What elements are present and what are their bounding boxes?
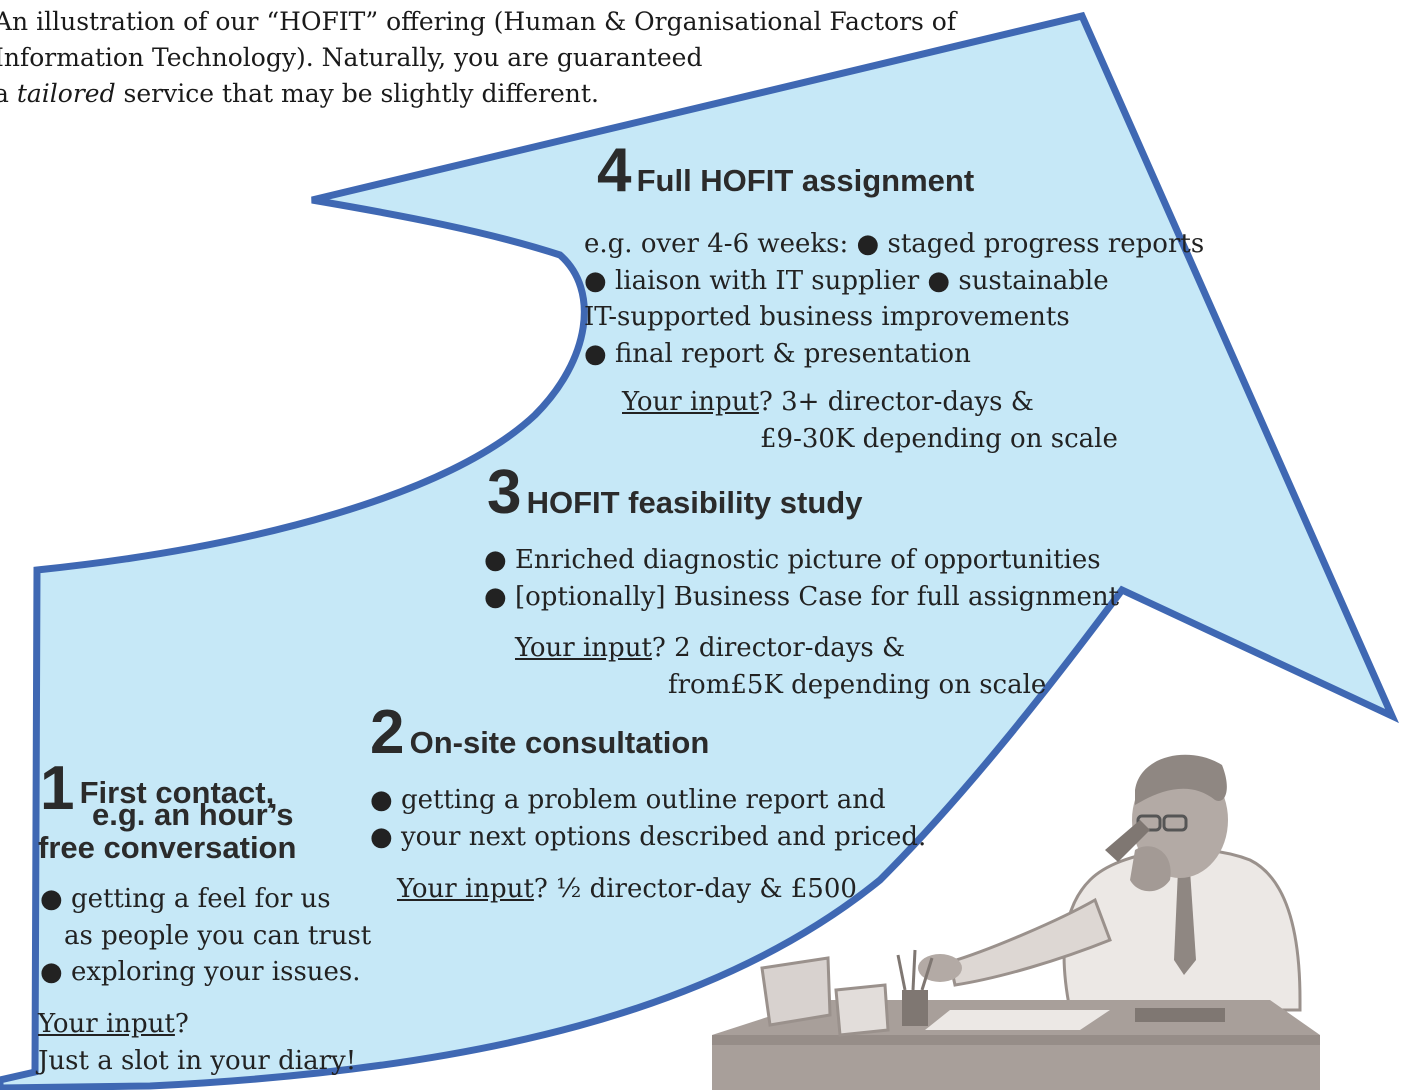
step-2-title: On-site consultation	[409, 725, 710, 760]
step-3-line: ● [optionally] Business Case for full as…	[484, 581, 1120, 612]
intro-line-1: An illustration of our “HOFIT” offering …	[0, 7, 957, 36]
step-1-title-line: First contact,	[79, 775, 275, 810]
step-1-line: ● getting a feel for us	[40, 884, 331, 914]
step-1-title-line: e.g. an hour’s	[92, 797, 294, 832]
step-1-input: Your input? Just a slot in your diary!	[38, 1009, 357, 1076]
step-4-details: e.g. over 4-6 weeks: ● staged progress r…	[584, 226, 1204, 372]
your-input-label: Your input	[622, 387, 759, 417]
step-2-line: ● getting a problem outline report and	[370, 785, 886, 815]
step-2-input: Your input? ½ director-day & £500	[397, 874, 857, 904]
intro-line-3: a tailored service that may be slightly …	[0, 79, 599, 108]
your-input-label: Your input	[397, 874, 534, 904]
step-2-heading: 2 On-site consultation	[370, 702, 709, 764]
step-4-number: 4	[597, 136, 632, 205]
step-3-heading: 3 HOFIT feasibility study	[487, 462, 862, 524]
step-2-line: ● your next options described and priced…	[370, 821, 927, 852]
tailored-emphasis: tailored	[16, 79, 116, 108]
step-4-title: Full HOFIT assignment	[636, 163, 975, 198]
step-4-heading: 4 Full HOFIT assignment	[597, 140, 974, 202]
step-1-details: ● getting a feel for us as people you ca…	[40, 881, 371, 991]
step-3-line: ● Enriched diagnostic picture of opportu…	[484, 545, 1101, 575]
step-4-line: IT-supported business improvements	[584, 302, 1070, 332]
businessman-illustration	[712, 754, 1320, 1090]
intro-text: An illustration of our “HOFIT” offering …	[0, 4, 956, 112]
step-2-number: 2	[370, 698, 405, 767]
step-3-number: 3	[487, 458, 522, 527]
step-1-line: as people you can trust	[64, 920, 372, 951]
your-input-label: Your input	[515, 633, 652, 663]
step-4-line: ● final report & presentation	[584, 338, 971, 369]
step-3-title: HOFIT feasibility study	[526, 485, 863, 520]
arrow-shape	[0, 11, 1399, 1090]
step-1-line: ● exploring your issues.	[40, 957, 361, 987]
step-1-heading: 1 First contact,	[40, 758, 274, 820]
step-1-title-line: free conversation	[38, 830, 297, 865]
your-input-label: Your input	[38, 1009, 175, 1039]
step-4-line: ● liaison with IT supplier ● sustainable	[584, 265, 1109, 296]
step-3-input: Your input? 2 director-days & from£5K de…	[515, 633, 1047, 700]
step-2-details: ● getting a problem outline report and ●…	[370, 782, 926, 855]
intro-line-2: Information Technology). Naturally, you …	[0, 43, 703, 72]
step-3-details: ● Enriched diagnostic picture of opportu…	[484, 542, 1119, 615]
step-4-line: e.g. over 4-6 weeks: ● staged progress r…	[584, 229, 1205, 259]
step-4-input: Your input? 3+ director-days & £9-30K de…	[622, 387, 1118, 454]
step-1-number: 1	[40, 754, 75, 823]
